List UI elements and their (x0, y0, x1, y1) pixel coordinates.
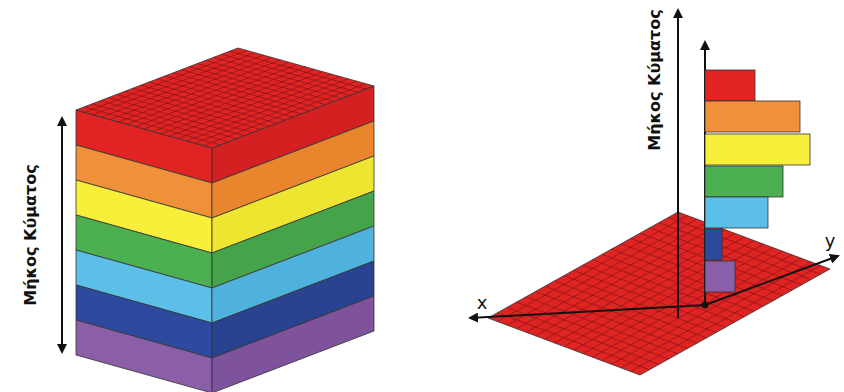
wavelength-arrow (61, 118, 63, 352)
grid-line (498, 313, 650, 370)
band-front (76, 320, 212, 392)
spectrum-bar (705, 134, 810, 165)
data-cube (76, 48, 374, 392)
cube-top (76, 48, 374, 148)
grid-line (612, 249, 764, 306)
grid-line (593, 260, 745, 317)
axis-letter: y (825, 230, 836, 251)
axis-letter: x (477, 292, 488, 313)
grid-line (621, 244, 773, 301)
grid-line (222, 54, 358, 92)
grid-line (507, 307, 659, 364)
grid-line (206, 60, 342, 98)
grid-line (536, 292, 688, 349)
image-plane (488, 212, 830, 375)
plane-face (488, 212, 830, 375)
spectrum-bar (705, 197, 768, 228)
spectrum-bar (705, 229, 722, 260)
grid-line (214, 57, 350, 95)
origin-dot (702, 302, 709, 309)
grid-line (526, 297, 678, 354)
spectrum-bar (705, 261, 735, 292)
wavelength-axis (677, 10, 679, 318)
spectrum-bars (705, 70, 810, 292)
x-axis (470, 305, 705, 318)
grid-line (230, 51, 366, 89)
axis-title: Μήκος Κύματος (645, 9, 664, 150)
grid-line (574, 270, 726, 327)
axis-title: Μήκος Κύματος (21, 164, 40, 305)
grid-line (564, 276, 716, 333)
grid-line (545, 286, 697, 343)
y-axis (705, 256, 838, 305)
spectrum-bar (705, 166, 783, 197)
band-side (212, 296, 374, 392)
grid-line (198, 64, 334, 102)
spectrum-bar (705, 70, 755, 101)
spectrum-bar (705, 101, 800, 132)
